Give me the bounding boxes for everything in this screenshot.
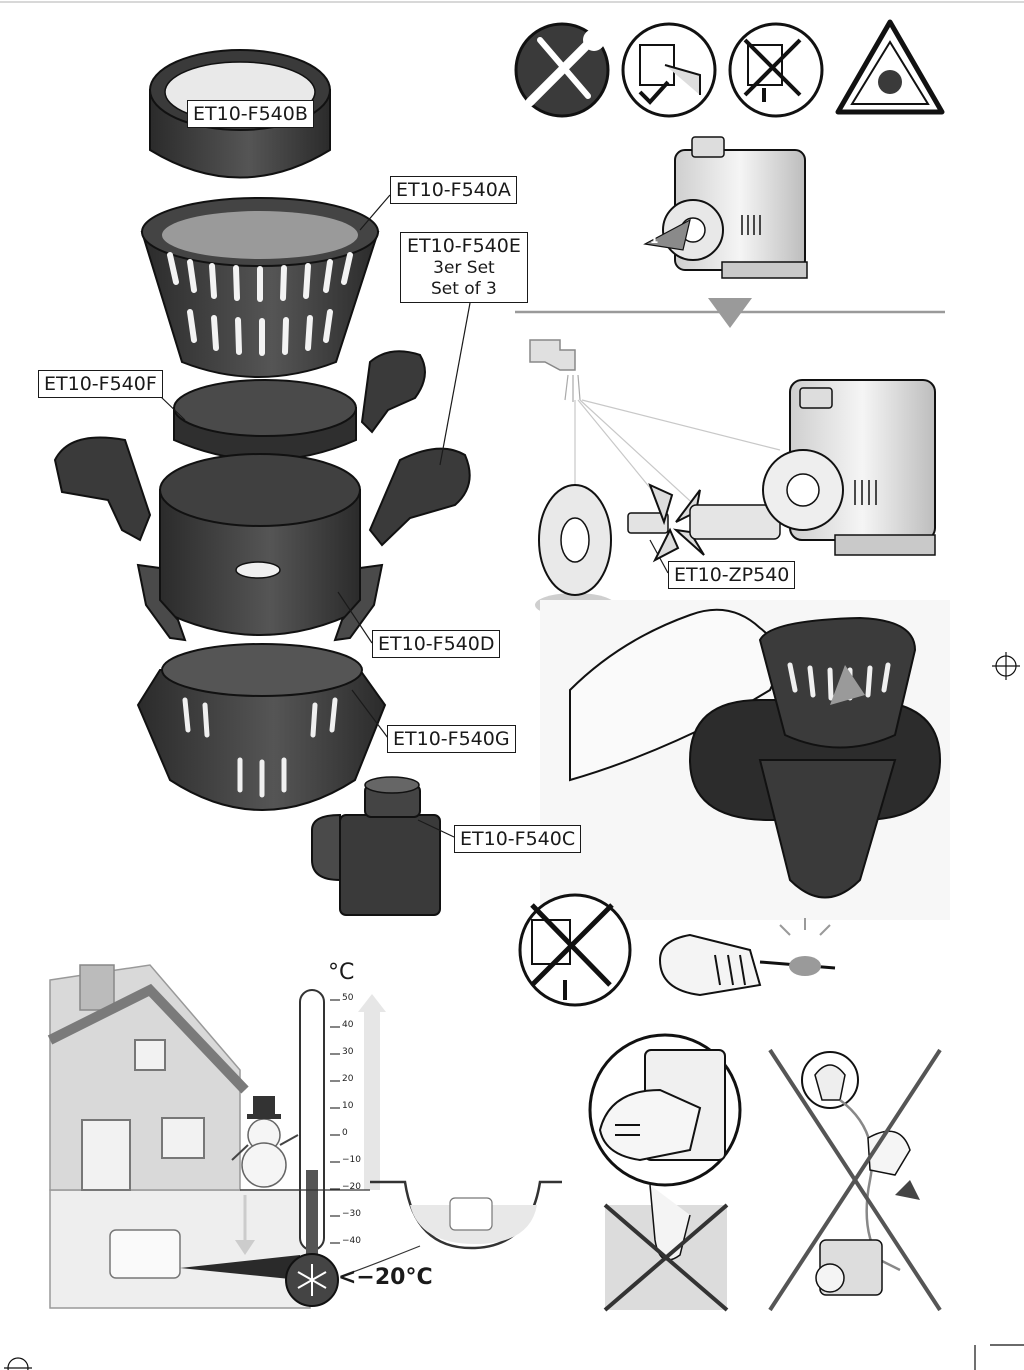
foam-disc-part xyxy=(173,379,357,461)
warning-triangle-icon xyxy=(835,19,945,115)
housing-part xyxy=(136,453,384,642)
label-et10-f540e: ET10-F540E 3er Set Set of 3 xyxy=(400,232,528,303)
thermometer-unit: °C xyxy=(328,960,355,985)
thermometer xyxy=(240,989,386,1307)
impeller-part xyxy=(627,483,781,563)
no-cable-lift-icon xyxy=(768,1048,942,1312)
tick-10: 10 xyxy=(342,1101,354,1111)
tick-50: 50 xyxy=(342,993,354,1003)
bottom-basket-part xyxy=(136,643,387,811)
pump-step-one xyxy=(643,136,808,279)
tick-minus-40: −40 xyxy=(342,1236,361,1246)
tick-minus-10: −10 xyxy=(342,1155,361,1165)
plug-cleaning xyxy=(658,918,836,997)
label-et10-f540f: ET10-F540F xyxy=(38,370,163,398)
tick-0: 0 xyxy=(342,1128,348,1138)
plug-socket-circle xyxy=(588,1033,742,1187)
snowflake-icon xyxy=(297,1264,327,1296)
label-et10-f540e-code: ET10-F540E xyxy=(407,235,521,257)
tick-minus-30: −30 xyxy=(342,1209,361,1219)
house-winter-scene xyxy=(47,964,311,1309)
label-et10-f540c: ET10-F540C xyxy=(454,825,582,853)
no-wet-hand-icon xyxy=(603,1184,729,1312)
label-et10-f540a: ET10-F540A xyxy=(390,176,517,204)
tick-30: 30 xyxy=(342,1047,354,1057)
registration-mark-bottom-icon xyxy=(4,1357,32,1370)
tools-icon xyxy=(514,22,610,118)
label-et10-f540g: ET10-F540G xyxy=(387,725,516,753)
frost-limit: <−20°C xyxy=(338,1265,433,1290)
label-et10-f540d: ET10-F540D xyxy=(372,630,501,658)
label-et10-f540e-de: 3er Set xyxy=(433,258,495,278)
label-et10-f540e-en: Set of 3 xyxy=(430,279,497,299)
unplug-ok-icon xyxy=(621,22,717,118)
pump-open xyxy=(762,379,936,556)
small-pump-part xyxy=(311,776,441,916)
label-et10-zp540: ET10-ZP540 xyxy=(668,561,796,589)
registration-mark-icon xyxy=(992,652,1020,680)
basket-removal-scene xyxy=(540,600,950,920)
label-et10-f540b: ET10-F540B xyxy=(187,100,314,128)
step-number: 1 xyxy=(650,232,659,246)
clip-parts xyxy=(53,350,471,547)
no-unplug-wet-icon xyxy=(518,893,632,1007)
pond-scene xyxy=(344,1180,562,1276)
tick-40: 40 xyxy=(342,1020,354,1030)
impeller-cover xyxy=(538,484,612,596)
no-plug-icon xyxy=(728,22,824,118)
tick-minus-20: −20 xyxy=(342,1182,361,1192)
tick-20: 20 xyxy=(342,1074,354,1084)
basket-part xyxy=(140,197,380,378)
